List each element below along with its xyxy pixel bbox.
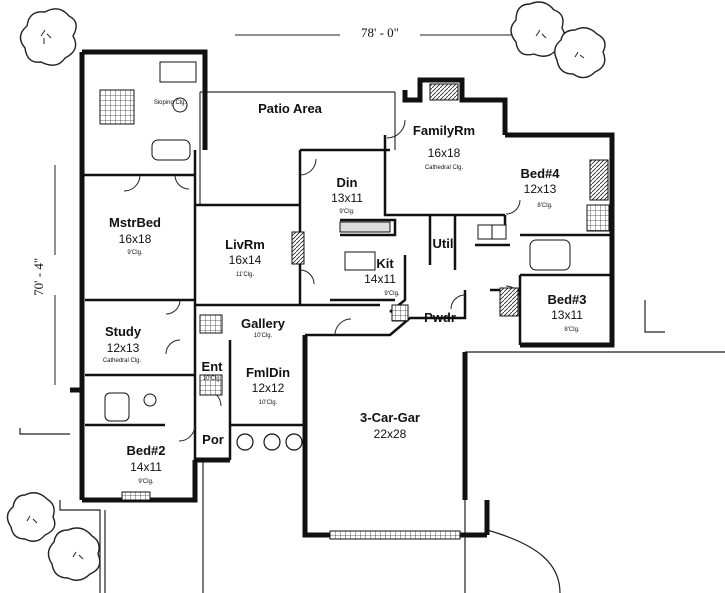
living-fireplace <box>291 231 305 265</box>
kitchen-counter <box>339 221 391 233</box>
fireplace <box>429 83 459 101</box>
gallery-tile-right <box>391 304 409 322</box>
patio-label: Patio Area <box>258 101 322 116</box>
bed3-size: 13x11 <box>551 308 583 322</box>
dining-size: 13x11 <box>331 191 363 205</box>
formal-dining-label: FmlDin <box>245 365 291 380</box>
powder-label: Pwdr <box>424 310 456 325</box>
formal-dining-size: 12x12 <box>251 381 285 395</box>
master-sink <box>172 97 188 113</box>
bed4-size: 12x13 <box>523 182 557 196</box>
tree-icon <box>554 27 606 79</box>
interior-walls <box>82 135 612 460</box>
bath-tub <box>529 239 571 271</box>
bed2-bath-tub <box>104 392 130 422</box>
tree-icon <box>19 8 77 66</box>
family-room-label: FamilyRm <box>412 123 476 138</box>
living-room-size: 16x14 <box>228 253 262 267</box>
master-bed-size: 16x18 <box>118 232 152 246</box>
entry-ceiling: 10'Clg. <box>202 376 222 382</box>
bed3-ceiling: 8'Clg. <box>564 327 580 333</box>
bed2-ceiling: 9'Clg. <box>138 479 154 485</box>
utility-label: Util <box>432 236 454 251</box>
tree-icon <box>510 1 566 57</box>
util-dryer <box>491 224 507 240</box>
kitchen-label: Kit <box>376 256 394 271</box>
bed3-label: Bed#3 <box>547 292 587 307</box>
family-room-ceiling: Cathedral Clg. <box>424 165 464 171</box>
study-label: Study <box>104 324 142 339</box>
bed3-closet <box>499 287 519 317</box>
gallery-ceiling: 10'Clg. <box>253 333 273 339</box>
bed2-label: Bed#2 <box>126 443 166 458</box>
master-closet-grid <box>99 89 135 125</box>
bed2-bath-sink <box>143 393 157 407</box>
overall-width: 78' - 0" <box>361 25 399 40</box>
garage-label: 3-Car-Gar <box>360 410 420 425</box>
master-bed-ceiling: 9'Clg. <box>127 250 143 256</box>
family-room-size: 16x18 <box>427 146 461 160</box>
bed2-window <box>121 491 151 501</box>
study-size: 12x13 <box>106 341 140 355</box>
garage-size: 22x28 <box>373 427 407 441</box>
tree-icon <box>6 492 56 542</box>
dining-label: Din <box>336 175 358 190</box>
overall-depth: 70' - 4" <box>31 257 47 296</box>
kitchen-ceiling: 9'Clg. <box>384 291 400 297</box>
master-bed-label: MstrBed <box>108 215 162 230</box>
master-bath-ceiling: Sloping Clg. <box>153 100 187 106</box>
entry-tile <box>199 374 223 396</box>
gallery-tile-left <box>199 314 223 334</box>
dining-ceiling: 9'Clg. <box>339 209 355 215</box>
patio-outline <box>199 91 396 205</box>
living-room-ceiling: 11'Clg. <box>235 272 255 278</box>
fixtures <box>99 61 610 540</box>
gallery-label: Gallery <box>240 316 286 331</box>
master-tub <box>151 139 191 161</box>
kitchen-size: 14x11 <box>364 272 396 286</box>
dimension-lines <box>54 34 520 385</box>
util-washer <box>477 224 493 240</box>
porch-label: Por <box>202 432 224 447</box>
garage-window <box>329 530 461 540</box>
formal-dining-ceiling: 10'Clg. <box>258 400 278 406</box>
bed4-closet <box>589 159 609 201</box>
door-swings <box>123 119 521 442</box>
living-room-label: LivRm <box>225 237 265 252</box>
study-ceiling: Cathedral Clg. <box>102 358 142 364</box>
bed2-size: 14x11 <box>130 460 162 474</box>
master-shower <box>159 61 197 83</box>
kitchen-island <box>344 251 376 271</box>
porch-planters <box>236 433 303 451</box>
entry-label: Ent <box>201 359 223 374</box>
bed4-window <box>586 204 610 232</box>
bed4-ceiling: 8'Clg. <box>537 203 553 209</box>
bed4-label: Bed#4 <box>520 166 560 181</box>
tree-icon <box>47 527 101 581</box>
landscape-trees <box>6 1 606 581</box>
